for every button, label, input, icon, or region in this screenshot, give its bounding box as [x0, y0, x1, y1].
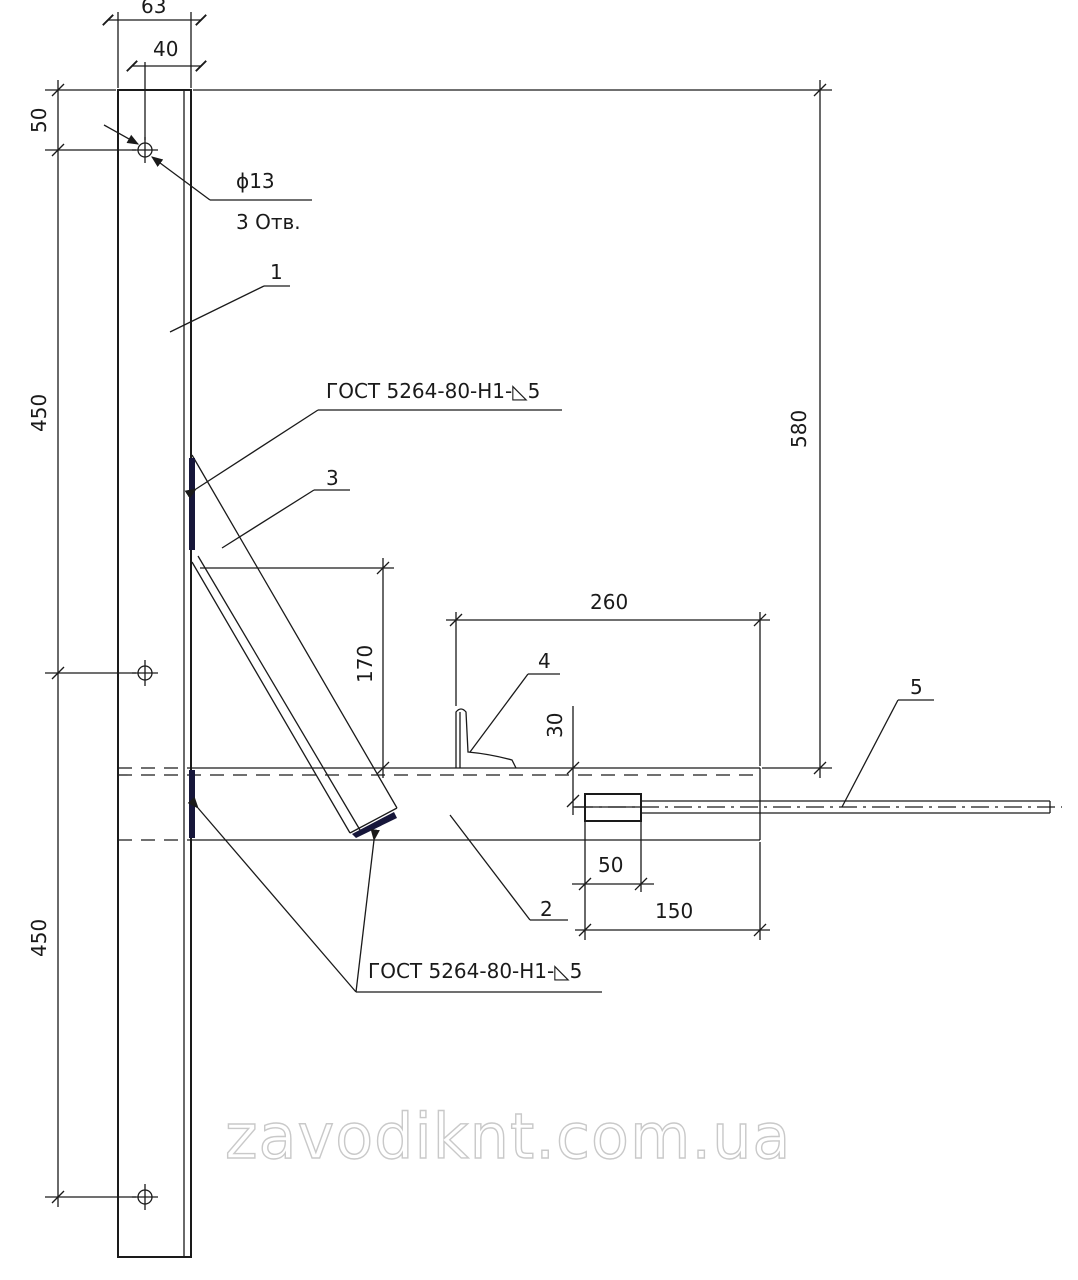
dim-170: 170 [353, 645, 377, 683]
part-label-2: 2 [540, 897, 553, 921]
weld-symbol-lower: ГОСТ 5264-80-Н1-◺5 [187, 796, 602, 993]
mounting-holes [132, 137, 158, 1210]
part-leader-5: 5 [841, 675, 934, 808]
dim-50: 50 [27, 108, 51, 133]
weld-upper [189, 458, 195, 550]
weld-symbol-upper: ГОСТ 5264-80-Н1-◺5 [184, 379, 562, 499]
part-label-4: 4 [538, 649, 551, 673]
watermark: zavodiknt.com.ua [225, 1100, 791, 1173]
dim-450-lower: 450 [27, 919, 51, 957]
brace-part-3 [191, 454, 398, 834]
weld-arm-post [189, 770, 195, 838]
dimension-580: 580 [193, 80, 832, 778]
dimension-30: 30 [543, 706, 585, 815]
dim-450-upper: 450 [27, 394, 51, 432]
part-label-3: 3 [326, 466, 339, 490]
weld-label-upper: ГОСТ 5264-80-Н1-◺5 [326, 379, 540, 403]
dimension-left: 50 450 450 [27, 80, 136, 1207]
dim-50-clamp: 50 [598, 853, 623, 877]
part-leader-3: 3 [221, 466, 350, 549]
dim-63: 63 [141, 0, 166, 18]
dimension-bottom-arm: 50 150 [572, 822, 770, 940]
dim-580: 580 [787, 410, 811, 448]
part-leader-4: 4 [469, 649, 560, 753]
dim-40: 40 [153, 37, 178, 61]
weld-label-lower: ГОСТ 5264-80-Н1-◺5 [368, 959, 582, 983]
hole-count-label: 3 Отв. [236, 210, 301, 234]
dimension-260: 260 [446, 590, 770, 766]
dim-260: 260 [590, 590, 628, 614]
dimension-170: 170 [200, 558, 394, 778]
arm-part-2 [118, 767, 761, 841]
part-leader-1: 1 [169, 260, 290, 333]
clamp-and-rod [575, 793, 1062, 822]
dim-150: 150 [655, 899, 693, 923]
dimension-top: 63 40 [102, 0, 207, 140]
weld-brace-arm [352, 812, 397, 838]
dim-30: 30 [543, 713, 567, 738]
part-label-5: 5 [910, 675, 923, 699]
stop-part-4 [455, 708, 517, 769]
hole-diameter-label: ϕ13 [236, 169, 275, 193]
hole-note: ϕ13 3 Отв. [103, 124, 312, 234]
part-label-1: 1 [270, 260, 283, 284]
part-leader-2: 2 [449, 814, 568, 921]
